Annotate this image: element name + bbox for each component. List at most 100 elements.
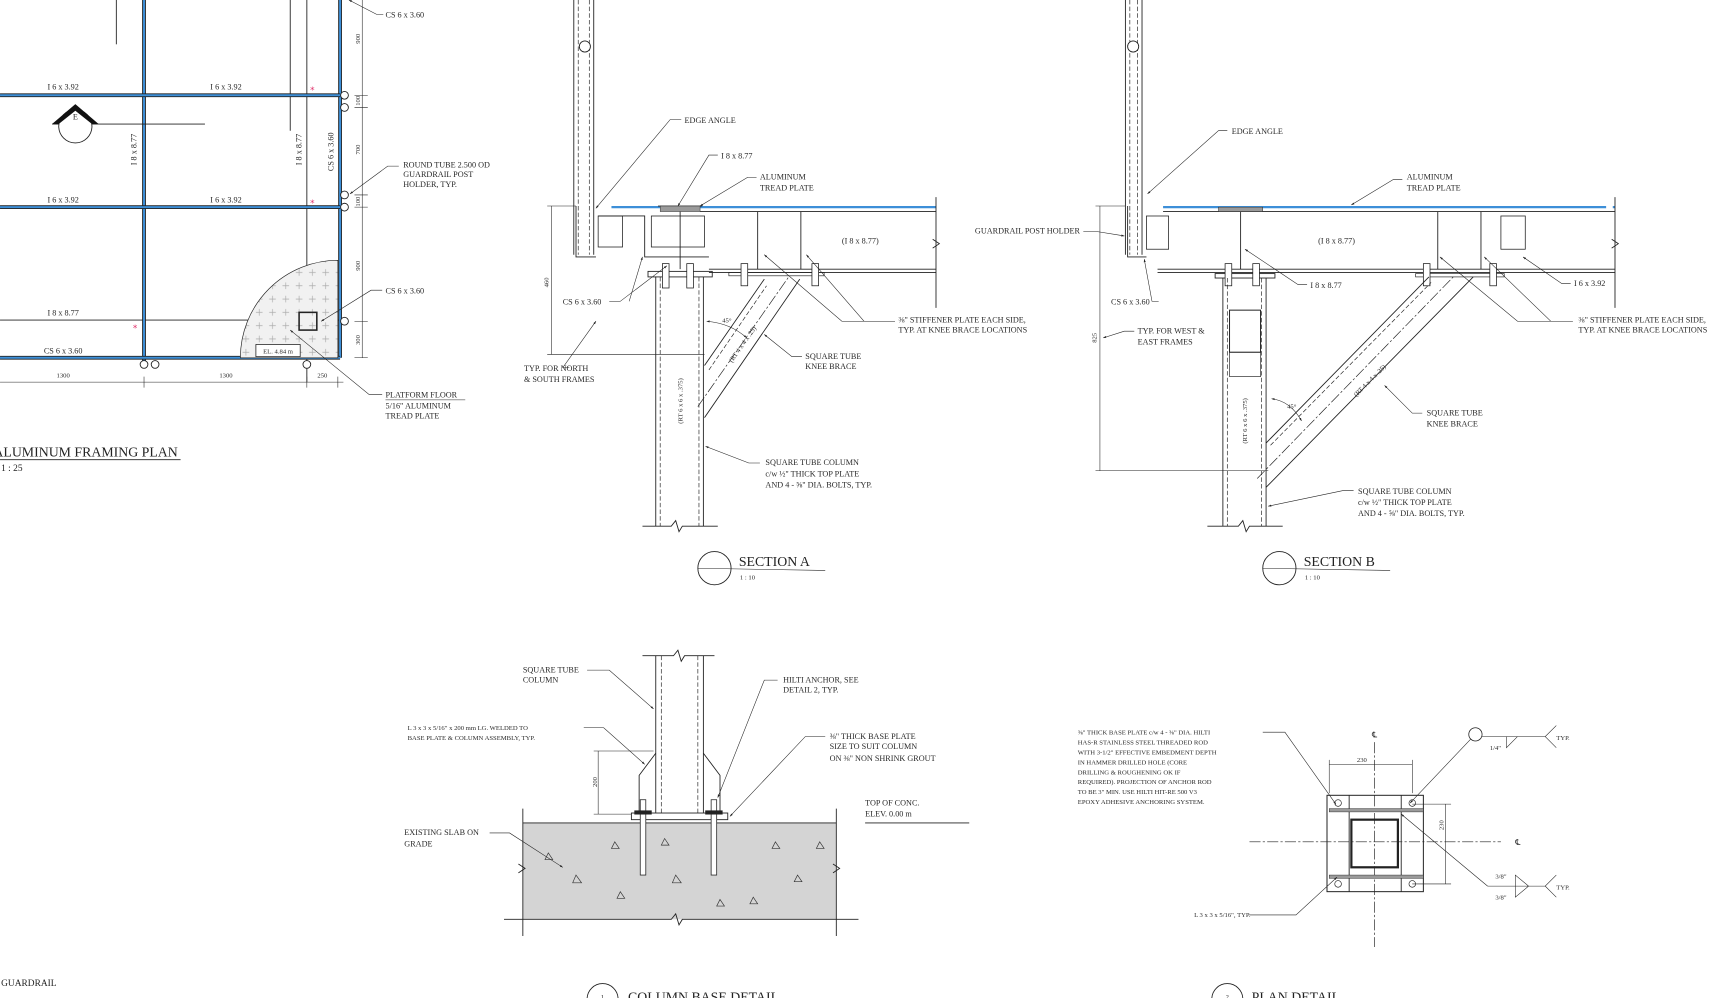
label-column: COLUMN xyxy=(523,675,559,684)
label-beam: I 8 x 8.77 xyxy=(1310,281,1341,290)
label-base-plate: ON ⅜" NON SHRINK GROUT xyxy=(830,754,936,763)
svg-text:COLUMN BASE DETAIL: COLUMN BASE DETAIL xyxy=(628,989,779,998)
svg-text:TYP.: TYP. xyxy=(1556,735,1570,742)
column-base-detail: TOP OF CONC. ELEV. 0.00 m 200 SQUARE TUB… xyxy=(404,649,970,998)
label-edge-angle: EDGE ANGLE xyxy=(1232,127,1283,136)
connection-plate xyxy=(650,215,705,248)
connection-plate xyxy=(1146,215,1169,250)
elevation-tag: EL. 4.84 m xyxy=(255,344,301,358)
connection-plate xyxy=(597,215,623,248)
dimension-200: 200 xyxy=(592,750,654,815)
concrete-slab xyxy=(522,822,837,920)
svg-text:1300: 1300 xyxy=(57,373,71,380)
label-anchor: DETAIL 2, TYP. xyxy=(783,685,838,694)
column-size-label: (RT 6 x 6 x .375) xyxy=(677,378,684,423)
svg-text:1 : 10: 1 : 10 xyxy=(1305,574,1321,581)
svg-text:1300: 1300 xyxy=(219,373,233,380)
label-angle: BASE PLATE & COLUMN ASSEMBLY, TYP. xyxy=(408,735,536,742)
section-b: 45° (RT 4 x 4 x .25) (RT 6 x 6 x .375) 8… xyxy=(975,0,1708,586)
svg-text:⅜" THICK BASE PLATE c/w 4 - ⅜": ⅜" THICK BASE PLATE c/w 4 - ⅜" DIA. HILT… xyxy=(1078,729,1210,736)
label-knee-brace: KNEE BRACE xyxy=(805,362,856,371)
label-slab: EXISTING SLAB ON xyxy=(404,828,479,837)
beam-i8 xyxy=(575,206,936,273)
horizontal-dimension: 1300 1300 250 xyxy=(0,373,344,388)
svg-text:2: 2 xyxy=(1226,994,1229,998)
weld-symbol-top: 1/4" TYP. xyxy=(1409,725,1570,804)
svg-text:460: 460 xyxy=(543,277,550,288)
centerline-symbol: ℄ xyxy=(1514,838,1521,847)
callout-cs-top: CS 6 x 3.60 xyxy=(385,11,424,20)
marker-star: * xyxy=(310,199,315,209)
column xyxy=(642,276,718,533)
label-stiffener: TYP. AT KNEE BRACE LOCATIONS xyxy=(898,325,1027,334)
beam-label: CS 6 x 3.60 xyxy=(44,346,83,355)
knee-brace xyxy=(697,276,801,418)
column-tube xyxy=(1350,818,1399,869)
label-typ-frames: TYP. FOR NORTH xyxy=(524,364,588,373)
label-tread-plate: TREAD PLATE xyxy=(1407,184,1461,193)
svg-text:200: 200 xyxy=(592,776,599,787)
svg-text:1 : 10: 1 : 10 xyxy=(740,574,756,581)
angle-arc xyxy=(706,320,747,339)
dimension-230-v: 230 xyxy=(1412,803,1452,885)
angle-gussets xyxy=(638,752,721,815)
label-joist: I 6 x 3.92 xyxy=(1574,279,1605,288)
label-beam: I 8 x 8.77 xyxy=(721,151,752,160)
label-slab: GRADE xyxy=(404,839,432,848)
column-size-label: (RT 6 x 6 x .375) xyxy=(1242,398,1249,443)
bolts xyxy=(662,263,819,289)
label-typ-frames: & SOUTH FRAMES xyxy=(524,375,595,384)
dimension-460: 460 xyxy=(543,205,705,355)
weld-symbol-bottom: 3/8" 3/8" TYP. xyxy=(1400,813,1570,901)
svg-text:700: 700 xyxy=(355,144,362,155)
svg-text:100: 100 xyxy=(355,196,362,207)
section-b-title: SECTION B 1 : 10 xyxy=(1262,551,1391,586)
tread-plate-hatch xyxy=(240,259,339,359)
section-marker-letter: E xyxy=(73,113,78,122)
label-knee-brace: KNEE BRACE xyxy=(1427,419,1478,428)
label-tread-plate: TREAD PLATE xyxy=(760,184,814,193)
centerline-symbol: ℄ xyxy=(1371,731,1378,740)
guardrail-post xyxy=(573,0,595,255)
beam-label: I 6 x 3.92 xyxy=(210,83,241,92)
plan-scale: 1 : 25 xyxy=(1,464,23,474)
beam-i8 xyxy=(1127,206,1615,273)
label-typ-frames: TYP. FOR WEST & xyxy=(1138,326,1206,335)
brace-plate xyxy=(728,272,825,277)
beam-label-vertical: I 8 x 8.77 xyxy=(129,134,138,165)
label-column: AND 4 - ⅝" DIA. BOLTS, TYP. xyxy=(1358,509,1465,518)
label-stiffener: TYP. AT KNEE BRACE LOCATIONS xyxy=(1578,325,1707,334)
label-column: SQUARE TUBE COLUMN xyxy=(765,458,859,467)
anchor-holes xyxy=(1334,799,1416,888)
label-column: c/w ½" THICK TOP PLATE xyxy=(1358,498,1452,507)
label-stiffener: ⅜" STIFFENER PLATE EACH SIDE, xyxy=(1578,315,1706,324)
callout-platform-floor: TREAD PLATE xyxy=(385,412,439,421)
guardrail-post xyxy=(1124,0,1143,255)
svg-text:1/4": 1/4" xyxy=(1490,745,1501,752)
anchor-note: ⅜" THICK BASE PLATE c/w 4 - ⅜" DIA. HILT… xyxy=(1078,729,1217,806)
beam-label-vertical: I 8 x 8.77 xyxy=(294,134,303,165)
svg-text:REQUIRED). PROJECTION OF ANCHO: REQUIRED). PROJECTION OF ANCHOR ROD xyxy=(1078,779,1212,786)
section-a: 45° (RT 4 x 4 x .25) (RT 6 x 6 x .375) 4… xyxy=(524,0,1028,586)
label-top-of-concrete: TOP OF CONC. xyxy=(865,798,919,807)
base-plate xyxy=(1326,794,1424,893)
column-base-title: 1 COLUMN BASE DETAIL xyxy=(586,983,779,998)
callout-platform-floor: PLATFORM FLOOR xyxy=(385,391,457,400)
footer-note: GUARDRAIL xyxy=(1,979,57,989)
bolts xyxy=(1224,263,1497,287)
plan-detail: ℄ ℄ 230 230 1/4" TYP. 3/8" 3/8" xyxy=(1078,725,1570,998)
label-angle: L 3 x 3 x 5/16", TYP. xyxy=(1194,912,1251,919)
stiffener-plates xyxy=(757,211,802,270)
section-marker-e[interactable]: E xyxy=(52,104,205,144)
svg-text:100: 100 xyxy=(355,95,362,106)
marker-star: * xyxy=(133,324,138,334)
svg-text:230: 230 xyxy=(1357,757,1368,764)
vertical-dimension: 900 100 700 100 900 300 xyxy=(354,0,368,359)
aluminum-framing-plan: * * * E I 6 x 3.92 I 6 x 3.92 I 6 x 3.92… xyxy=(0,0,490,989)
top-plate xyxy=(1214,273,1276,279)
label-column: SQUARE TUBE xyxy=(523,665,579,674)
svg-text:PLAN DETAIL: PLAN DETAIL xyxy=(1252,989,1340,998)
label-typ-frames: EAST FRAMES xyxy=(1138,337,1194,346)
svg-text:1: 1 xyxy=(601,994,604,998)
svg-text:900: 900 xyxy=(355,260,362,271)
